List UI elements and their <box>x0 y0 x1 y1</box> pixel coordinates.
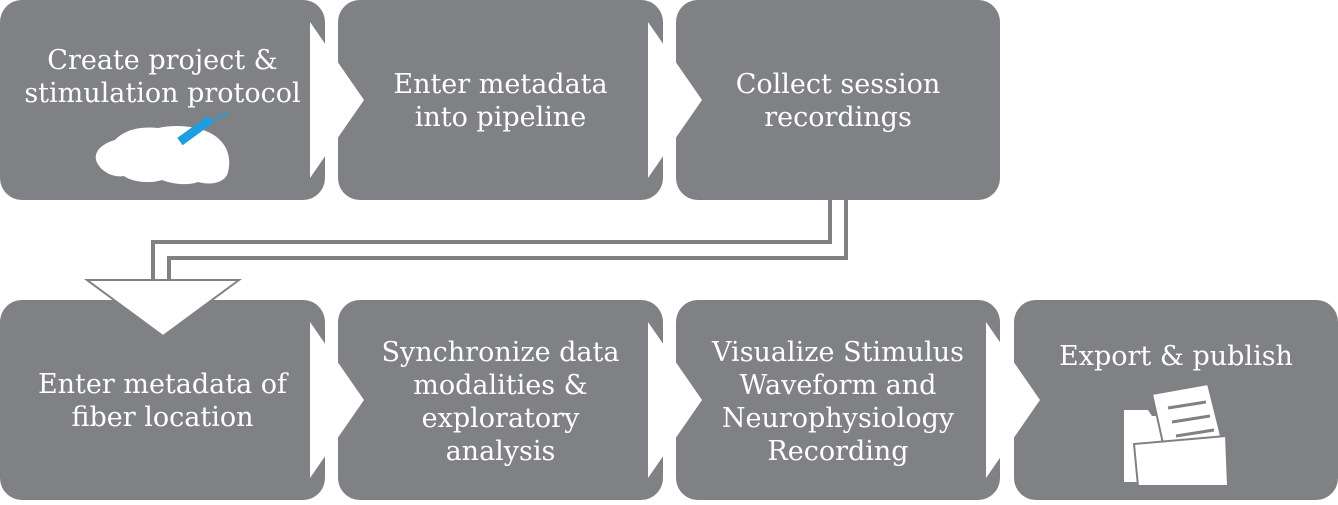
mouse-brain-with-fiber-icon <box>95 111 230 185</box>
step-label: Visualize Stimulus Waveform and Neurophy… <box>712 337 964 467</box>
step-label: Collect session recordings <box>735 69 941 133</box>
connector-pipe <box>151 200 848 284</box>
folder-with-documents-icon <box>1124 382 1230 487</box>
step-collect-recordings: Collect session recordings <box>676 0 1000 200</box>
step-label: Synchronize data modalities & explorator… <box>381 337 620 467</box>
step-label: Create project & stimulation protocol <box>24 45 301 109</box>
arrow-right-icon <box>986 322 1040 478</box>
step-label: Enter metadata into pipeline <box>393 69 608 133</box>
step-label: Export & publish <box>1059 341 1293 372</box>
arrow-right-icon <box>310 322 364 478</box>
arrow-down-icon <box>83 279 243 338</box>
step-visualize: Visualize Stimulus Waveform and Neurophy… <box>676 300 1000 500</box>
step-create-project: Create project & stimulation protocol <box>0 0 325 200</box>
arrow-right-icon <box>310 22 364 178</box>
step-synchronize: Synchronize data modalities & explorator… <box>338 300 663 500</box>
step-enter-metadata: Enter metadata into pipeline <box>338 0 663 200</box>
arrow-right-icon <box>648 322 702 478</box>
arrow-right-icon <box>648 22 702 178</box>
step-label: Enter metadata of fiber location <box>37 369 288 433</box>
